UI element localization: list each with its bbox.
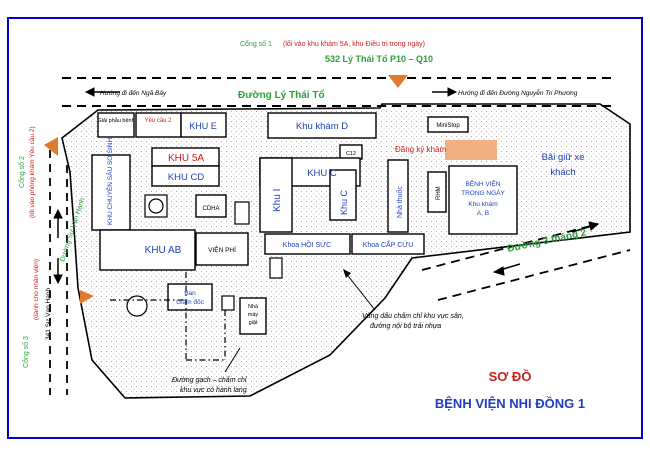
khu-5a-label: KHU 5A <box>168 153 204 164</box>
legend-pointer-dots-head <box>343 269 351 278</box>
gate-3-arrow-icon <box>80 290 94 304</box>
gate-1-note: (lối vào khu khám 5A, khu Điều trị trong… <box>283 39 425 48</box>
arrow-3-thang-2-lower <box>492 263 521 276</box>
legend-brick-line-1: Đường gạch – chấm chỉ <box>172 376 248 384</box>
building-rhm <box>427 171 447 213</box>
building-nha-thuoc <box>387 159 409 233</box>
building-khu-i <box>259 157 293 233</box>
khoa-cap-cuu-label: Khoa CẤP CỨU <box>363 239 414 249</box>
map-title-line-2: BỆNH VIỆN NHI ĐỒNG 1 <box>435 396 585 411</box>
legend-dots-line-1: Vùng dấu chấm chỉ khu vực sân, <box>362 312 464 320</box>
building-nha-may-giat <box>239 297 267 335</box>
benh-vien-trong-ngay-label-1: BỆNH VIỆN <box>465 179 500 188</box>
benh-vien-trong-ngay-label-2: TRONG NGÀY <box>461 188 505 197</box>
giai-phau-benh-label: Giải phẫu bệnh <box>97 117 134 124</box>
gate-1-label: Cổng số 1 <box>240 39 272 48</box>
nha-may-giat-label-2: máy <box>248 312 259 318</box>
legend-brick-line-2: khu vực có hành lang <box>180 387 247 394</box>
building-benh-vien-trong-ngay <box>448 165 518 235</box>
building-khu-e <box>180 112 227 138</box>
fountain-icon <box>148 198 164 214</box>
building-giai-phau-benh <box>97 112 135 138</box>
bai-giu-xe-label-1: Bãi giữ xe <box>542 152 585 163</box>
ministop-label: MiniStop <box>436 123 460 129</box>
khu-i-label: Khu I <box>272 189 283 212</box>
benh-vien-trong-ngay-label-3: Khu khám <box>468 201 497 208</box>
building-yeu-cau-2 <box>135 112 182 138</box>
gate-3-address: 341 Sư Vạn Hạnh <box>45 288 52 340</box>
building-small-block <box>234 201 250 225</box>
nha-thuoc-label: Nhà thuốc <box>395 186 404 218</box>
rhm-label: RHM <box>436 186 442 200</box>
arrow-right-to-nguyen-tri-phuong <box>432 87 458 97</box>
street-to-nguyen-tri-phuong-label: Hướng đi đến Đường Nguyễn Tri Phương <box>458 88 578 97</box>
roundabout-icon <box>126 295 148 317</box>
khu-kham-d-label: Khu khám D <box>296 121 348 132</box>
building-khu-ab <box>99 229 196 271</box>
gate-1-address: 532 Lý Thái Tổ P10 – Q10 <box>325 54 433 64</box>
khu-chuyen-sau-so-sinh-label: KHU CHUYÊN SÂU SƠ SINH <box>105 137 114 225</box>
ban-giam-doc-label-1: Ban <box>184 290 196 297</box>
gate-3-note: (dành cho nhân viên) <box>33 259 40 320</box>
nha-may-giat-label-1: Nhà <box>248 304 259 310</box>
map-frame <box>7 17 643 439</box>
legend-dots-line-2: đường nội bộ trải nhựa <box>370 322 441 330</box>
legend-pointer-dots <box>344 271 376 311</box>
building-vien-phi <box>195 232 249 266</box>
yeu-cau-2-label: Yêu cầu 2 <box>144 118 172 124</box>
ban-giam-doc-label-2: Giám đốc <box>176 297 205 306</box>
building-ministop <box>427 116 469 133</box>
c12-label: C12 <box>346 151 356 157</box>
building-khu-c-small <box>329 169 357 221</box>
gate-2-label: Cổng số 2 <box>17 156 26 188</box>
khu-cd-label: KHU CD <box>168 172 205 183</box>
building-cdha <box>195 194 227 218</box>
bai-giu-xe-label-2: khách <box>550 167 575 178</box>
legend-pointer-brick <box>224 347 241 373</box>
corridor-lines <box>110 272 226 361</box>
registration-box <box>445 140 497 160</box>
building-khu-kham-d <box>267 112 377 139</box>
khu-e-label: KHU E <box>189 121 217 131</box>
gate-2-note: (lối vào phòng khám Yêu cầu 2) <box>27 126 36 218</box>
nha-may-giat-label-3: giặt <box>249 320 258 326</box>
khu-c-small-label: Khu C <box>339 189 349 215</box>
street-ly-thai-to-label: Đường Lý Thái Tổ <box>238 89 325 101</box>
building-small-shed <box>221 295 235 311</box>
vien-phi-label: VIỆN PHÍ <box>208 245 236 254</box>
khoa-hoi-suc-label: Khoa HỒI SỨC <box>283 239 331 249</box>
gate-1-arrow-icon <box>388 75 408 88</box>
khu-c-label: KHU C <box>307 168 337 179</box>
arrow-su-van-hanh-down <box>53 258 63 285</box>
building-small-post <box>269 257 283 279</box>
dang-ky-kham-label: Đăng ký khám <box>395 145 446 154</box>
building-khoa-hoi-suc <box>264 233 351 255</box>
khu-ab-label: KHU AB <box>145 245 182 256</box>
arrow-left-to-nga-bay <box>84 87 120 97</box>
building-khoa-cap-cuu <box>351 233 425 255</box>
gate-2-arrow-icon <box>44 137 58 156</box>
street-3-thang-2-line-b <box>437 249 631 301</box>
building-ban-giam-doc <box>167 283 213 311</box>
benh-vien-trong-ngay-label-4: A, B <box>477 210 489 217</box>
map-title-line-1: SƠ ĐỒ <box>489 369 532 384</box>
arrow-su-van-hanh-up <box>53 208 63 238</box>
cdha-label: CDHA <box>202 206 219 212</box>
gate-3-label: Cổng số 3 <box>21 336 30 368</box>
street-to-nga-bay-label: Hướng đi đến Ngã Bảy <box>100 89 167 97</box>
arrow-3-thang-2-upper <box>571 221 600 233</box>
street-3-thang-2-line-a <box>421 223 599 271</box>
building-khu-cd <box>151 165 220 187</box>
